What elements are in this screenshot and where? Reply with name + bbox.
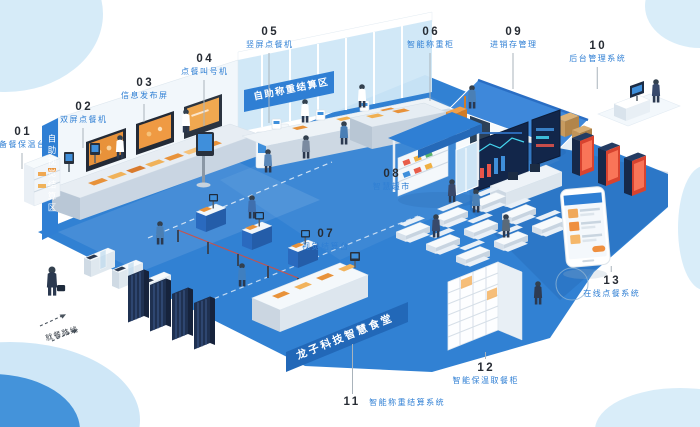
visual-checkout-stations: [177, 193, 319, 290]
pickup-cabinet: [447, 261, 543, 351]
front-settlement-counter: [237, 252, 369, 332]
online-order-decoration: [555, 267, 607, 301]
backstage-workstation: [597, 79, 681, 127]
smartphone-mockup: [560, 186, 611, 268]
drink-fridge: [455, 140, 479, 196]
menu-display-screens: [86, 94, 222, 172]
order-calling-kiosk: [196, 132, 214, 188]
locker-shelves: [128, 269, 215, 350]
dining-route-arrows: [39, 314, 78, 342]
floor-front-face: [286, 302, 408, 372]
prep-warming-cabinet: [23, 153, 61, 207]
weighing-zone-banner: [244, 71, 334, 112]
left-serving-area: [23, 59, 290, 240]
heated-cabinets: [572, 132, 646, 196]
smart-supermarket-kiosk: [388, 112, 482, 208]
dual-screen-order-machines: [64, 143, 100, 172]
visitor-with-briefcase: [46, 266, 66, 296]
glass-wall: [237, 11, 433, 132]
queue-barrier: [177, 229, 299, 290]
